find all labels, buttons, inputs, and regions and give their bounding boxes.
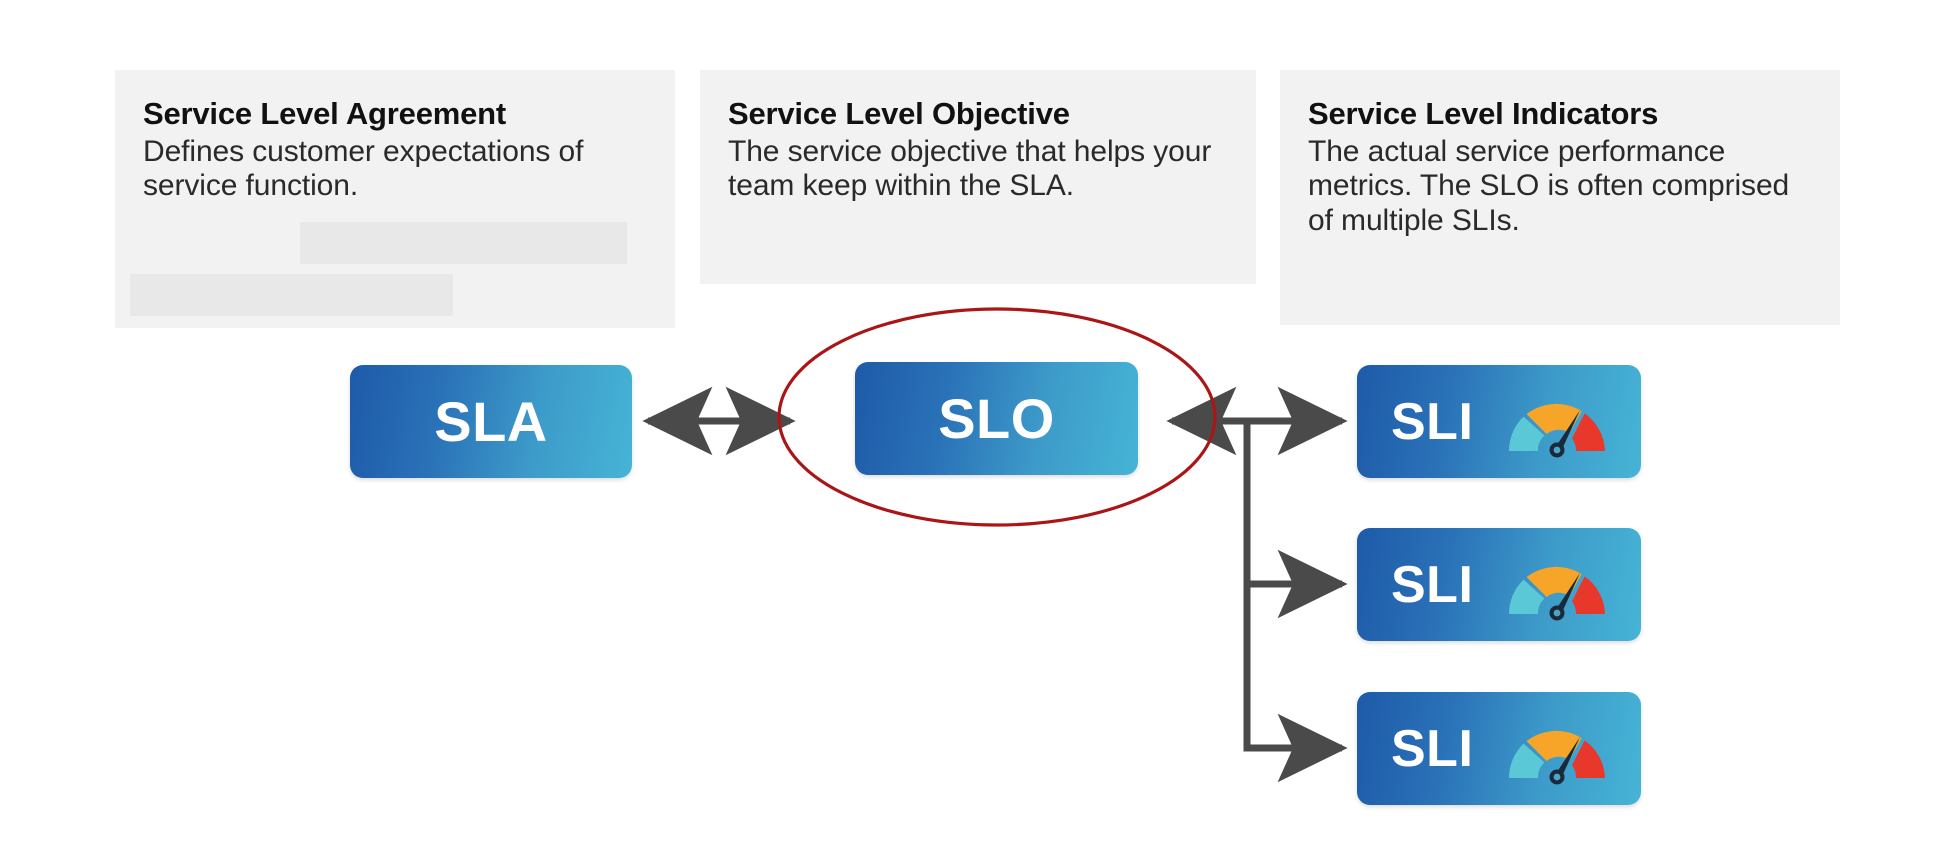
node-slo[interactable]: SLO (855, 362, 1138, 475)
node-sli-2-label: SLI (1391, 555, 1474, 614)
sla-card-title: Service Level Agreement (143, 96, 506, 131)
sli-card-title: Service Level Indicators (1308, 96, 1659, 131)
node-sla[interactable]: SLA (350, 365, 632, 478)
node-sli-1[interactable]: SLI (1357, 365, 1641, 478)
node-sli-3[interactable]: SLI (1357, 692, 1641, 805)
node-slo-label: SLO (938, 386, 1055, 450)
node-sli-3-label: SLI (1391, 719, 1474, 778)
redaction-block-2 (130, 274, 453, 316)
node-sli-2[interactable]: SLI (1357, 528, 1641, 641)
slo-card-title: Service Level Objective (728, 96, 1070, 131)
gauge-icon (1503, 385, 1611, 459)
sla-card-body: Defines customer expectations of service… (143, 134, 584, 203)
redaction-block-1 (300, 222, 627, 264)
sli-card-body: The actual service performance metrics. … (1308, 134, 1790, 238)
node-sla-label: SLA (434, 389, 548, 453)
gauge-icon (1503, 548, 1611, 622)
slo-card-body: The service objective that helps your te… (728, 134, 1212, 203)
slo-description-card: Service Level Objective The service obje… (700, 70, 1256, 284)
gauge-icon (1503, 712, 1611, 786)
node-sli-1-label: SLI (1391, 392, 1474, 451)
sli-description-card: Service Level Indicators The actual serv… (1280, 70, 1840, 325)
